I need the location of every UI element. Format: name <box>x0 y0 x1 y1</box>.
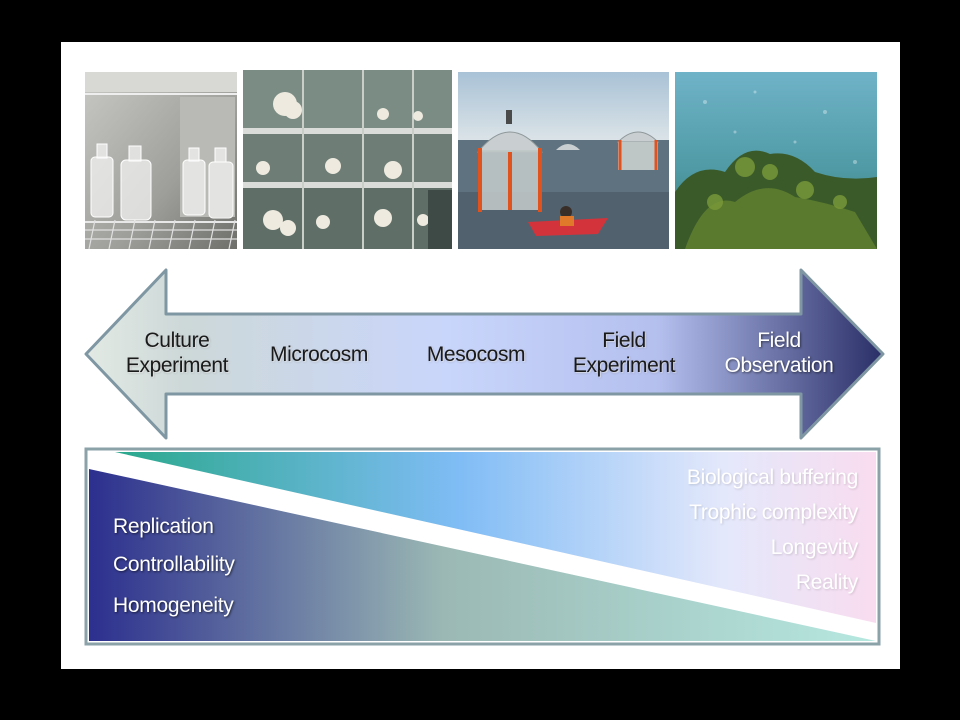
label-mesocosm: Mesocosm <box>401 342 551 367</box>
property-reality: Reality <box>795 571 858 594</box>
upper-triangle <box>115 452 876 623</box>
field-photo <box>675 72 877 249</box>
property-trophic-complexity: Trophic complexity <box>689 501 858 524</box>
label-microcosm: Microcosm <box>244 342 394 367</box>
label-field-observation: Field Observation <box>705 328 853 378</box>
slide: Culture Experiment Microcosm Mesocosm Fi… <box>61 42 900 669</box>
diagram-graphics <box>84 268 885 646</box>
lower-triangle <box>89 469 876 641</box>
mesocosm-photo <box>458 72 669 249</box>
property-homogeneity: Homogeneity <box>113 594 234 617</box>
label-line: Field <box>757 329 801 352</box>
label-line: Observation <box>724 354 834 377</box>
property-replication: Replication <box>113 515 214 538</box>
label-line: Culture <box>144 329 210 352</box>
label-line: Experiment <box>125 354 229 377</box>
label-culture-experiment: Culture Experiment <box>107 328 247 378</box>
tradeoff-panel-border <box>84 447 881 646</box>
label-line: Mesocosm <box>426 343 526 366</box>
property-biological-buffering: Biological buffering <box>686 466 858 489</box>
double-arrow <box>84 268 885 440</box>
label-line: Experiment <box>572 354 676 377</box>
label-field-experiment: Field Experiment <box>553 328 695 378</box>
microcosm-photo <box>243 70 452 249</box>
label-line: Microcosm <box>270 343 368 366</box>
aquarium-shelves-image <box>243 70 452 249</box>
property-controllability: Controllability <box>113 553 235 576</box>
lab-incubator-bottles-image <box>85 72 237 249</box>
culture-photo <box>85 72 237 249</box>
property-longevity: Longevity <box>770 536 859 559</box>
sea-enclosures-boat-image <box>458 72 669 249</box>
label-line: Field <box>602 329 646 352</box>
underwater-seaweed-image <box>675 72 877 249</box>
